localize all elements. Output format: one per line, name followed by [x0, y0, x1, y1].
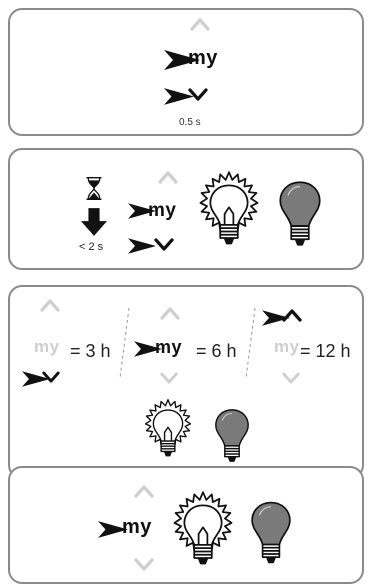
down-button[interactable] — [282, 372, 300, 385]
lightbulb-on-icon — [170, 490, 236, 569]
press-duration: 0.5 s — [179, 117, 201, 128]
up-arrow-icon — [282, 308, 302, 322]
my-button[interactable]: my — [274, 337, 300, 356]
down-button[interactable] — [154, 238, 174, 252]
hourglass-icon — [84, 176, 104, 201]
up-arrow-icon — [158, 170, 178, 184]
down-button[interactable] — [134, 558, 154, 572]
up-button[interactable] — [134, 484, 154, 498]
lightbulb-off-icon — [250, 500, 292, 566]
down-arrow-icon — [282, 372, 300, 385]
up-arrow-icon — [160, 306, 180, 320]
step-panel-1 — [8, 8, 364, 136]
duration-option-6h: = 6 h — [196, 341, 237, 361]
duration-option-3h: = 3 h — [70, 341, 111, 361]
up-button[interactable] — [40, 298, 60, 312]
down-arrow-icon — [154, 238, 174, 252]
up-arrow-icon — [190, 17, 210, 31]
down-button[interactable] — [42, 371, 60, 384]
my-button[interactable]: my — [122, 516, 152, 538]
down-button[interactable] — [160, 372, 178, 385]
lightbulb-off-icon — [214, 408, 250, 464]
down-button[interactable] — [188, 88, 208, 102]
my-button[interactable]: my — [34, 337, 60, 356]
down-arrow-icon — [160, 372, 178, 385]
my-button[interactable]: my — [148, 200, 177, 221]
up-arrow-icon — [134, 484, 154, 498]
up-button[interactable] — [282, 308, 302, 322]
up-button[interactable] — [160, 306, 180, 320]
duration-option-12h: = 12 h — [300, 341, 351, 361]
up-button[interactable] — [158, 170, 178, 184]
down-arrow-icon — [134, 558, 154, 572]
divider — [245, 307, 256, 379]
press-arrow-icon — [128, 238, 156, 254]
down-arrow-icon — [188, 88, 208, 102]
lightbulb-off-icon — [278, 180, 322, 248]
down-arrow-icon — [42, 371, 60, 384]
hold-duration: < 2 s — [79, 241, 104, 253]
up-button[interactable] — [190, 17, 210, 31]
my-button[interactable]: my — [155, 337, 183, 357]
lightbulb-on-icon — [196, 170, 262, 249]
up-arrow-icon — [40, 298, 60, 312]
my-button[interactable]: my — [188, 47, 218, 69]
hold-down-arrow-icon — [81, 208, 107, 236]
lightbulb-on-icon — [142, 398, 194, 460]
divider — [119, 307, 130, 379]
